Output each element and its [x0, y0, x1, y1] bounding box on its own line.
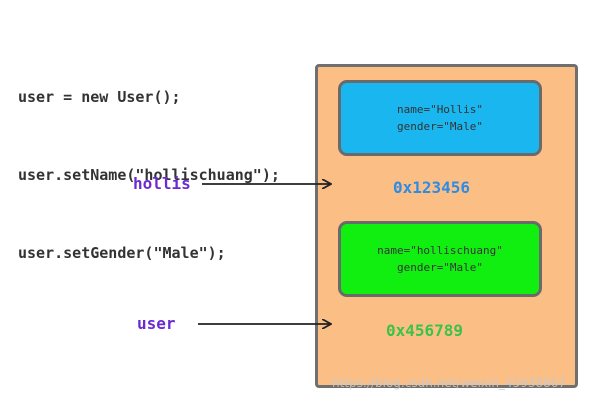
code-line: user.setGender("Male"); — [18, 244, 226, 262]
code-line: user.setName("hollischuang"); — [18, 166, 280, 184]
heap-area: name="Hollis" gender="Male" 0x123456 nam… — [315, 64, 578, 388]
object-box-hollischuang: name="hollischuang" gender="Male" — [338, 221, 542, 297]
object-address: 0x456789 — [386, 321, 464, 340]
code-line: user = new User(); — [18, 88, 181, 106]
object-field-name: name="Hollis" — [396, 103, 484, 116]
object-field-gender: gender="Male" — [396, 120, 484, 133]
variable-label-user: user — [137, 314, 176, 333]
object-address: 0x123456 — [393, 178, 471, 197]
object-box-hollis: name="Hollis" gender="Male" — [338, 80, 542, 156]
code-block: user = new User(); user.setName("hollisc… — [18, 32, 280, 292]
object-field-name: name="hollischuang" — [377, 244, 503, 257]
object-field-gender: gender="Male" — [396, 261, 484, 274]
watermark: https://blog.csdn.net/weixin_45938867 — [332, 376, 567, 390]
variable-label-hollis: hollis — [133, 174, 191, 193]
